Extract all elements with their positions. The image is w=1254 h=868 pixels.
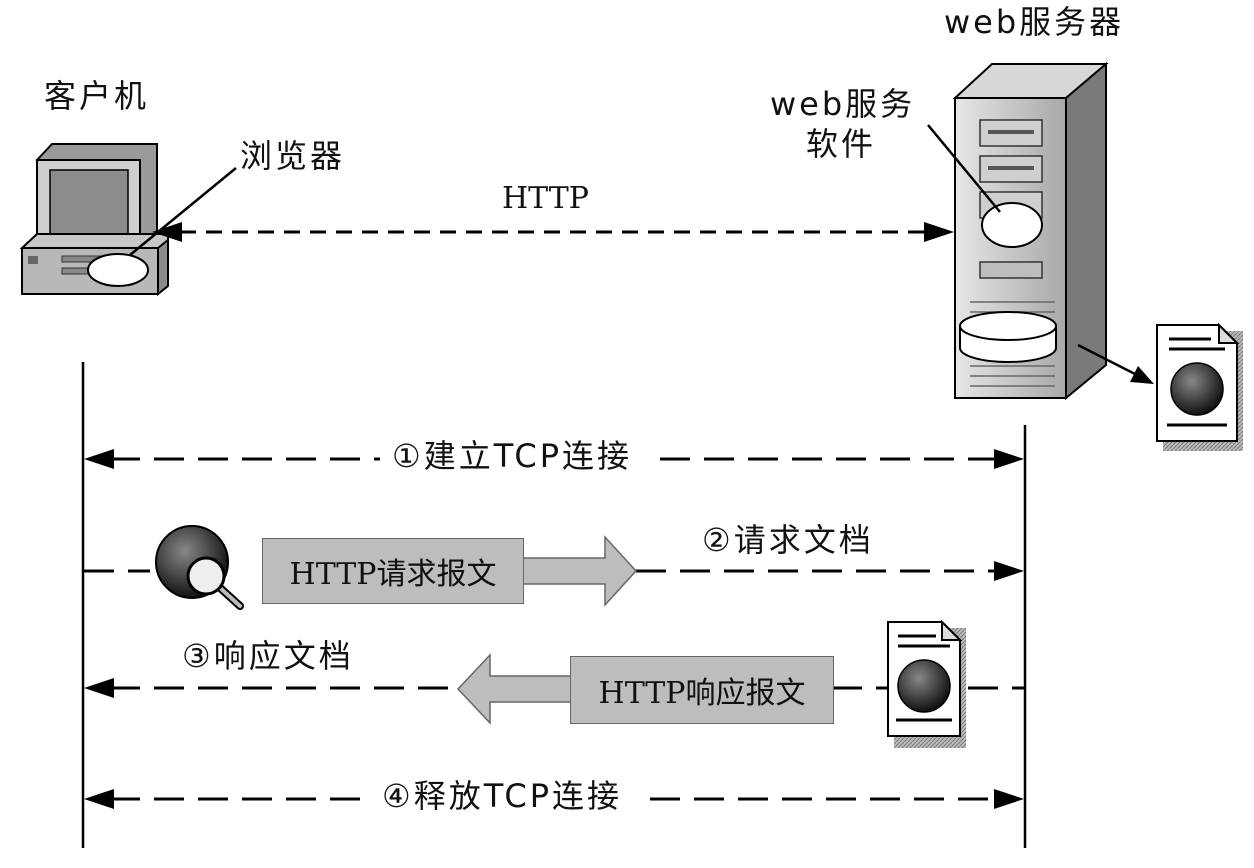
- server-label: web服务器: [944, 3, 1125, 41]
- server-software-label-line1: web服务: [770, 85, 916, 123]
- step3-arrow: [84, 678, 1025, 698]
- http-arrow: [152, 222, 954, 242]
- browser-label: 浏览器: [240, 137, 346, 175]
- step3-label: ③响应文档: [182, 637, 354, 675]
- step1-arrow: [84, 449, 1024, 469]
- document-icon: [1156, 322, 1243, 451]
- globe-search-icon: [155, 525, 244, 610]
- step1-label: ①建立TCP连接: [392, 437, 633, 475]
- response-block-arrow: [456, 653, 573, 725]
- step2-arrow: [84, 561, 1024, 581]
- request-block-arrow: [521, 535, 638, 607]
- http-request-message: HTTP请求报文: [262, 538, 524, 604]
- http-response-message: HTTP响应报文: [570, 656, 834, 724]
- disk-to-document-arrow: [1077, 343, 1154, 384]
- server-software-pointer: [927, 124, 1001, 213]
- http-label: HTTP: [502, 181, 589, 216]
- server-software-ellipse: [981, 202, 1043, 248]
- document-icon: [887, 619, 966, 748]
- step4-arrow: [84, 789, 1024, 809]
- browser-pointer: [129, 167, 237, 256]
- server-software-label-line2: 软件: [806, 125, 877, 163]
- browser-ellipse: [87, 253, 149, 287]
- client-label: 客户机: [44, 77, 150, 115]
- server-icon: [952, 61, 1109, 401]
- step2-label: ②请求文档: [702, 521, 874, 559]
- computer-icon: [19, 143, 169, 297]
- step4-label: ④释放TCP连接: [382, 777, 623, 815]
